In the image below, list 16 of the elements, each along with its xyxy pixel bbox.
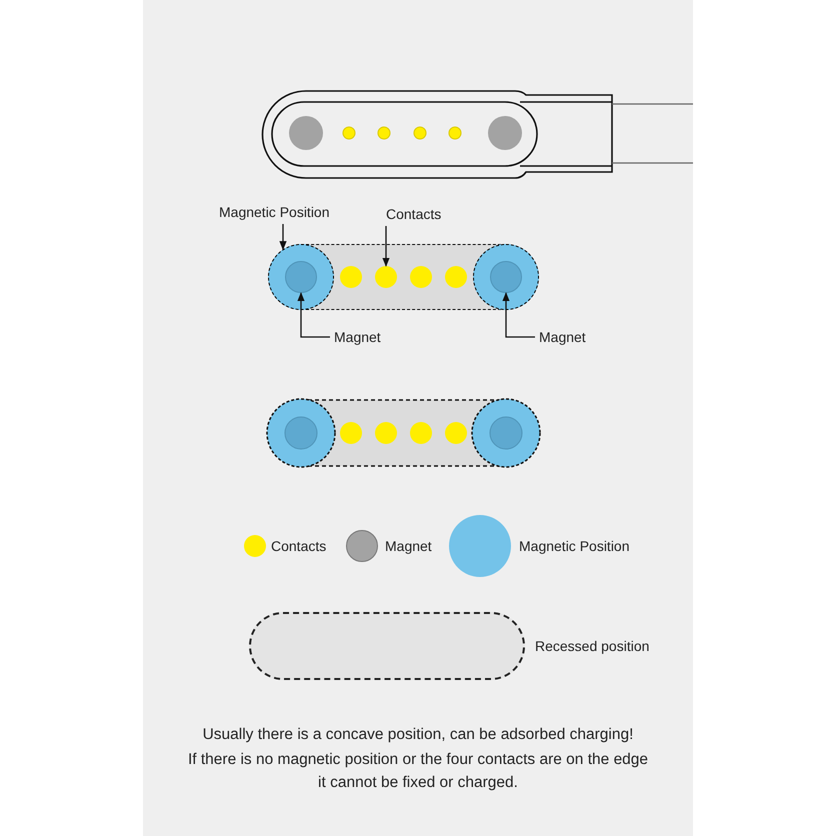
leader-arrow	[297, 292, 330, 338]
leader-arrow	[279, 224, 287, 250]
note-text: Usually there is a concave position, can be adsorbed charging!	[202, 725, 634, 745]
callout-label: Magnetic Position	[219, 203, 330, 221]
callout-label: Magnet	[334, 328, 381, 346]
callout-label: Contacts	[386, 205, 442, 223]
legend-label: Magnet	[385, 537, 432, 555]
legend-label: Contacts	[271, 537, 326, 555]
leader-arrow	[382, 226, 390, 267]
recessed-position-label: Recessed position	[535, 637, 650, 655]
leader-arrow	[502, 292, 535, 338]
magnet-circle	[490, 260, 522, 292]
callout-label: Magnet	[539, 328, 586, 346]
magnet-circle	[284, 260, 316, 292]
note-text: If there is no magnetic position or the four contacts are on the edge it cannot be fixed or charged.	[186, 750, 650, 793]
legend-label: Magnetic Position	[519, 537, 630, 555]
